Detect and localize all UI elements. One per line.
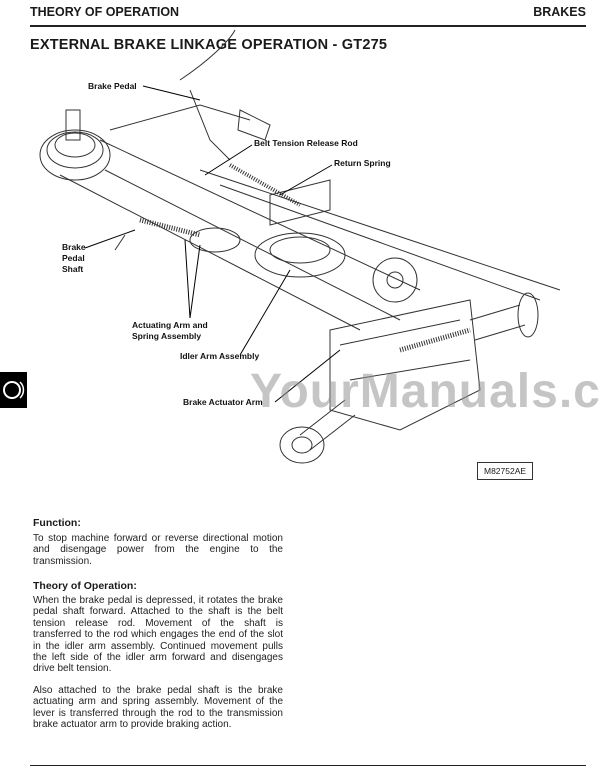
footer-rule [30,765,586,766]
function-text: To stop machine forward or reverse direc… [33,533,283,567]
watermark: YourManuals.com [250,365,600,418]
header-rule [30,25,586,27]
label-brake-pedal: Brake Pedal [88,81,137,91]
label-brake-actuator-arm: Brake Actuator Arm [183,397,263,407]
section-header: THEORY OF OPERATION [30,5,180,19]
label-actuating-arm: Actuating Arm and Spring Assembly [132,320,208,342]
section-tab [0,372,27,408]
page-title: EXTERNAL BRAKE LINKAGE OPERATION - GT275 [30,37,388,53]
label-line: Shaft [62,264,84,274]
label-return-spring: Return Spring [334,158,391,168]
figure-id: M82752AE [477,462,534,480]
function-heading: Function: [33,517,81,529]
theory-paragraph: When the brake pedal is depressed, it ro… [33,595,283,675]
theory-heading: Theory of Operation: [33,580,137,592]
chapter-header: BRAKES [533,5,586,19]
label-belt-tension-release-rod: Belt Tension Release Rod [254,138,358,148]
label-idler-arm-assembly: Idler Arm Assembly [180,351,260,361]
theory-paragraph: Also attached to the brake pedal shaft i… [33,685,283,731]
label-line: Pedal [62,253,85,263]
label-brake-pedal-shaft: Brake Pedal Shaft [62,242,86,275]
label-line: Brake [62,242,86,252]
label-line: Spring Assembly [132,331,202,341]
brake-linkage-diagram [39,29,561,464]
label-line: Actuating Arm and [132,320,208,330]
brake-symbol-icon [3,381,25,399]
